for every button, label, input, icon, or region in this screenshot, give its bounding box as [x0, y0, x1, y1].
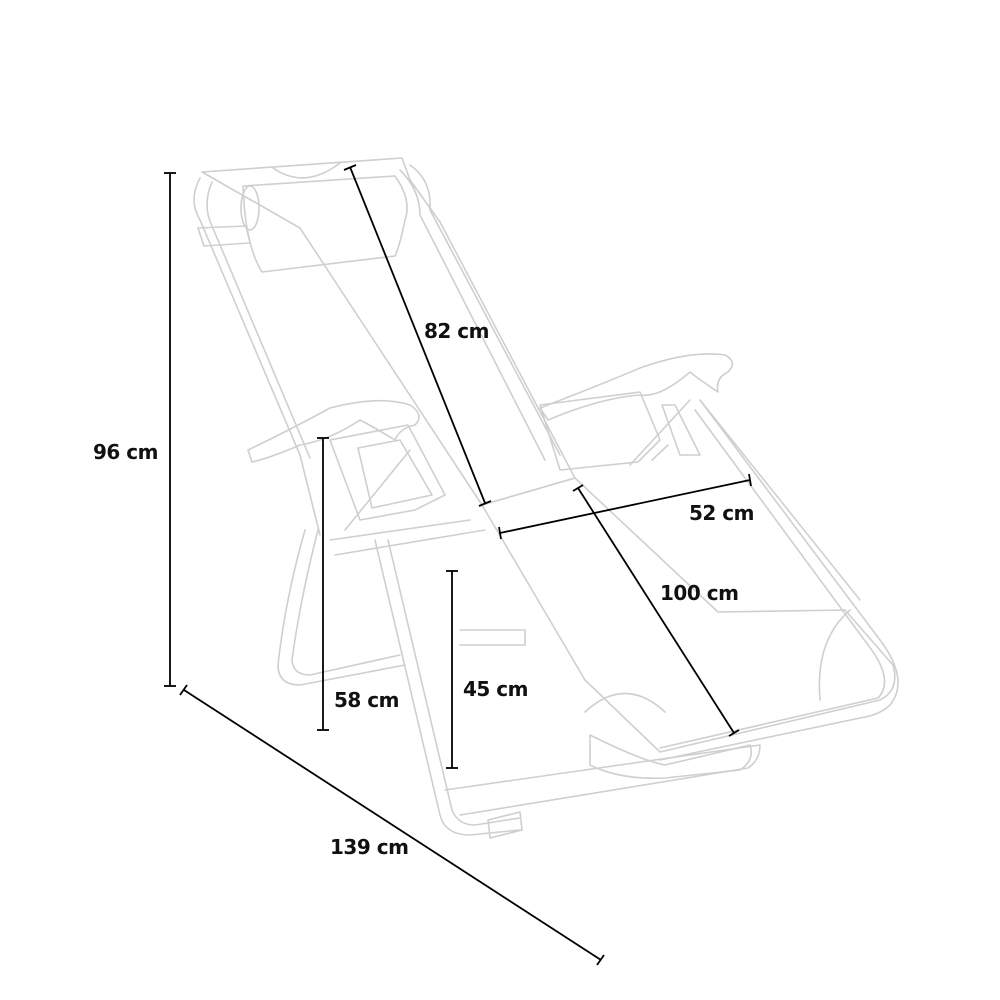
- left-armrest-bracket: [329, 424, 446, 521]
- left-rear-leg: [277, 529, 406, 686]
- foot-support: [818, 609, 851, 701]
- bottom-rail: [589, 734, 753, 780]
- right-back-frame: [399, 164, 561, 461]
- chair-outline: [193, 157, 899, 839]
- headrest-curve: [272, 162, 341, 179]
- right-strut: [629, 399, 861, 601]
- label-backrest-length: 82 cm: [424, 319, 490, 343]
- dim-line-seat-length: [577, 487, 735, 734]
- headrest-pillow: [242, 175, 408, 273]
- left-front-leg: [374, 539, 521, 836]
- bottom-left-rail: [444, 629, 761, 816]
- leg-foot: [487, 811, 523, 839]
- dim-line-backrest: [349, 166, 486, 504]
- label-seat-length: 100 cm: [660, 581, 739, 605]
- right-armrest-side: [661, 404, 701, 456]
- right-armrest-bracket: [539, 391, 661, 471]
- label-total-height: 96 cm: [93, 440, 159, 464]
- pillow-end: [240, 185, 260, 231]
- dimension-lines: [164, 164, 752, 966]
- pillow-strap: [197, 225, 251, 247]
- label-armrest-height: 58 cm: [334, 688, 400, 712]
- right-armrest: [539, 353, 734, 421]
- label-seat-height: 45 cm: [463, 677, 529, 701]
- dim-line-seat-width: [499, 479, 751, 534]
- dim-line-total-length: [183, 689, 602, 961]
- seat-legrest-panel: [481, 477, 896, 753]
- left-armrest: [247, 399, 420, 463]
- left-back-frame: [193, 177, 321, 536]
- label-seat-width: 52 cm: [689, 501, 755, 525]
- right-front-frame: [659, 399, 899, 761]
- left-armrest-inner: [357, 439, 433, 509]
- left-strut: [329, 449, 486, 556]
- backrest-panel: [201, 157, 576, 506]
- foot-support-lower: [584, 692, 666, 713]
- label-total-length: 139 cm: [330, 835, 409, 859]
